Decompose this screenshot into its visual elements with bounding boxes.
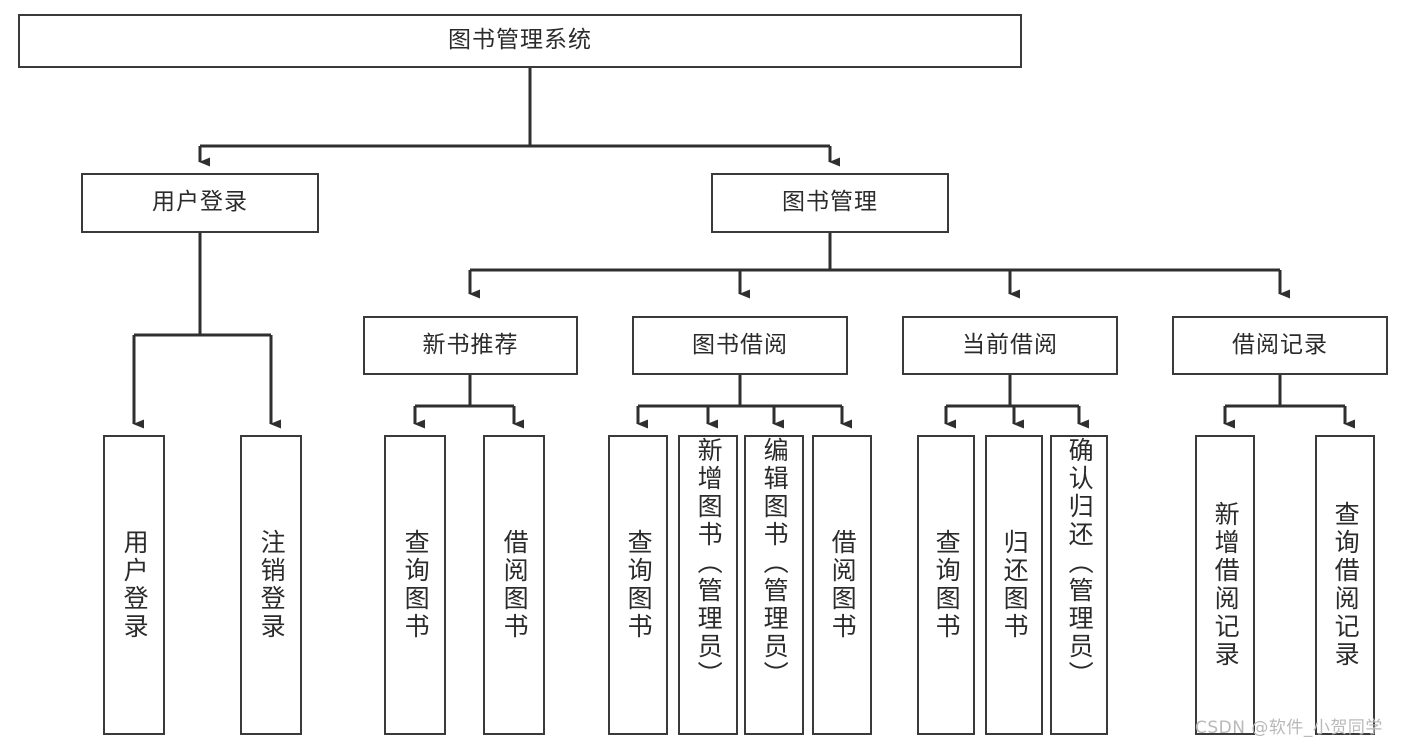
node-leaf-add-book-admin[interactable]: 新增图书（管理员） [678, 435, 738, 735]
node-leaf-add-book-admin-label: 新增图书（管理员） [694, 437, 724, 689]
node-new-book-recommend-label: 新书推荐 [422, 331, 519, 358]
node-root[interactable]: 图书管理系统 [18, 14, 1022, 68]
node-leaf-add-borrow-record-label: 新增借阅记录 [1211, 501, 1241, 669]
node-leaf-query-borrow-record-label: 查询借阅记录 [1331, 501, 1361, 669]
node-leaf-confirm-return-admin[interactable]: 确认归还（管理员） [1050, 435, 1108, 735]
node-leaf-query-book-current[interactable]: 查询图书 [917, 435, 975, 735]
node-borrow-record-label: 借阅记录 [1232, 331, 1328, 358]
node-leaf-borrow-book[interactable]: 借阅图书 [812, 435, 872, 735]
node-leaf-query-borrow-record[interactable]: 查询借阅记录 [1315, 435, 1375, 735]
node-leaf-user-login[interactable]: 用户登录 [103, 435, 165, 735]
node-leaf-logout-label: 注销登录 [257, 529, 287, 641]
node-leaf-query-book-current-label: 查询图书 [932, 529, 962, 641]
node-leaf-edit-book-admin-label: 编辑图书（管理员） [760, 437, 790, 689]
csdn-watermark: CSDN @软件_小贺同学 [1195, 718, 1383, 738]
node-leaf-query-book-recommend[interactable]: 查询图书 [384, 435, 446, 735]
node-user-login-label: 用户登录 [152, 189, 248, 216]
node-borrow-record[interactable]: 借阅记录 [1172, 316, 1388, 375]
node-leaf-user-login-label: 用户登录 [120, 529, 150, 641]
node-leaf-query-book-borrow[interactable]: 查询图书 [608, 435, 668, 735]
node-leaf-edit-book-admin[interactable]: 编辑图书（管理员） [744, 435, 804, 735]
node-current-borrow-label: 当前借阅 [962, 331, 1058, 358]
node-book-borrow[interactable]: 图书借阅 [632, 316, 848, 375]
node-root-label: 图书管理系统 [448, 27, 592, 54]
node-user-login[interactable]: 用户登录 [81, 173, 319, 233]
node-leaf-query-book-recommend-label: 查询图书 [401, 529, 431, 641]
node-book-manage-label: 图书管理 [782, 189, 878, 216]
node-book-manage[interactable]: 图书管理 [711, 173, 949, 233]
node-leaf-logout[interactable]: 注销登录 [240, 435, 302, 735]
node-leaf-add-borrow-record[interactable]: 新增借阅记录 [1195, 435, 1255, 735]
node-book-borrow-label: 图书借阅 [692, 331, 788, 358]
node-leaf-return-book-label: 归还图书 [1000, 529, 1030, 641]
node-leaf-query-book-borrow-label: 查询图书 [624, 529, 654, 641]
node-leaf-confirm-return-admin-label: 确认归还（管理员） [1065, 437, 1095, 689]
node-current-borrow[interactable]: 当前借阅 [902, 316, 1118, 375]
node-leaf-borrow-book-recommend[interactable]: 借阅图书 [483, 435, 545, 735]
node-leaf-borrow-book-recommend-label: 借阅图书 [500, 529, 530, 641]
node-leaf-return-book[interactable]: 归还图书 [985, 435, 1043, 735]
node-new-book-recommend[interactable]: 新书推荐 [363, 316, 578, 375]
node-leaf-borrow-book-label: 借阅图书 [828, 529, 858, 641]
